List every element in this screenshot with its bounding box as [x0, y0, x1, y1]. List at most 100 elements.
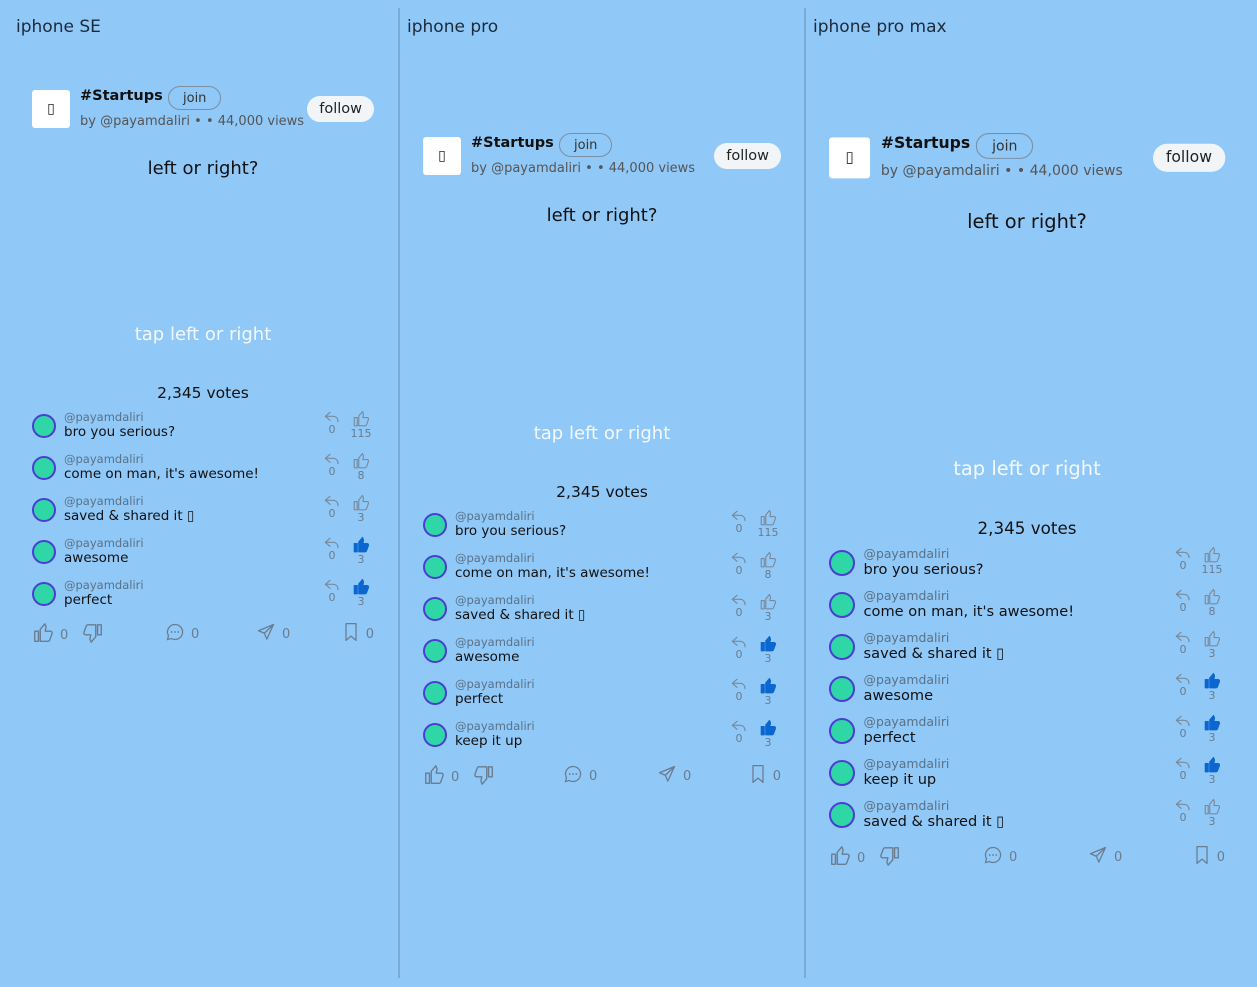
comment-like-button[interactable]: 3 [755, 635, 781, 665]
tap-hint[interactable]: tap left or right [953, 457, 1101, 480]
like-action[interactable]: 0 [423, 764, 459, 790]
save-action[interactable]: 0 [1193, 845, 1225, 869]
comment-like-button[interactable]: 3 [348, 494, 374, 524]
topic-title[interactable]: #Startups [880, 135, 971, 153]
join-button[interactable]: join [559, 133, 613, 157]
comment-reply-button[interactable]: 0 [1173, 672, 1193, 698]
dislike-action[interactable] [82, 622, 104, 648]
commenter-avatar[interactable] [32, 582, 56, 606]
comment-like-button[interactable]: 3 [755, 593, 781, 623]
commenter-avatar[interactable] [423, 597, 447, 621]
commenter-avatar[interactable] [32, 456, 56, 480]
comment-like-button[interactable]: 3 [1199, 672, 1225, 702]
comment-like-button[interactable]: 3 [348, 536, 374, 566]
share-action[interactable]: 0 [657, 764, 691, 788]
comment-action[interactable]: 0 [983, 845, 1017, 869]
commenter-avatar[interactable] [829, 550, 855, 577]
share-action[interactable]: 0 [1088, 845, 1122, 869]
commenter-avatar[interactable] [829, 802, 855, 829]
share-action[interactable]: 0 [256, 622, 290, 646]
comment-reply-button[interactable]: 0 [729, 677, 749, 703]
comment-like-button[interactable]: 115 [348, 410, 374, 440]
comment-username[interactable]: @payamdaliri [863, 672, 950, 687]
comment-like-button[interactable]: 3 [1199, 798, 1225, 828]
comment-username[interactable]: @payamdaliri [455, 551, 535, 565]
comment-username[interactable]: @payamdaliri [863, 588, 950, 603]
comment-username[interactable]: @payamdaliri [64, 452, 144, 466]
comment-reply-button[interactable]: 0 [1173, 630, 1193, 656]
comment-like-button[interactable]: 3 [1199, 756, 1225, 786]
comment-like-button[interactable]: 115 [1199, 546, 1225, 576]
comment-reply-button[interactable]: 0 [322, 536, 342, 562]
comment-reply-button[interactable]: 0 [1173, 798, 1193, 824]
comment-reply-button[interactable]: 0 [729, 551, 749, 577]
follow-button[interactable]: follow [714, 143, 781, 169]
community-avatar[interactable]: ▯ [423, 137, 461, 175]
comment-reply-button[interactable]: 0 [729, 509, 749, 535]
like-action[interactable]: 0 [829, 845, 865, 871]
comment-like-button[interactable]: 115 [755, 509, 781, 539]
comment-username[interactable]: @payamdaliri [64, 410, 144, 424]
comment-username[interactable]: @payamdaliri [455, 593, 535, 607]
comment-like-button[interactable]: 8 [348, 452, 374, 482]
comment-reply-button[interactable]: 0 [1173, 714, 1193, 740]
comment-reply-button[interactable]: 0 [1173, 756, 1193, 782]
comment-username[interactable]: @payamdaliri [863, 546, 950, 561]
topic-title[interactable]: #Startups [471, 135, 554, 151]
commenter-avatar[interactable] [32, 414, 56, 438]
community-avatar[interactable]: ▯ [32, 90, 70, 128]
tap-hint[interactable]: tap left or right [533, 423, 671, 444]
comment-like-button[interactable]: 8 [1199, 588, 1225, 618]
follow-button[interactable]: follow [1152, 143, 1225, 172]
comment-reply-button[interactable]: 0 [729, 719, 749, 745]
comment-reply-button[interactable]: 0 [729, 593, 749, 619]
comment-username[interactable]: @payamdaliri [64, 536, 144, 550]
comment-reply-button[interactable]: 0 [1173, 546, 1193, 572]
tap-hint[interactable]: tap left or right [134, 324, 272, 345]
dislike-action[interactable] [879, 845, 901, 871]
comment-username[interactable]: @payamdaliri [863, 798, 950, 813]
comment-like-button[interactable]: 3 [755, 677, 781, 707]
comment-username[interactable]: @payamdaliri [64, 494, 144, 508]
comment-username[interactable]: @payamdaliri [863, 714, 950, 729]
comment-username[interactable]: @payamdaliri [863, 630, 950, 645]
comment-username[interactable]: @payamdaliri [455, 677, 535, 691]
save-action[interactable]: 0 [749, 764, 781, 788]
commenter-avatar[interactable] [829, 592, 855, 619]
comment-like-button[interactable]: 3 [1199, 630, 1225, 660]
comment-username[interactable]: @payamdaliri [863, 756, 950, 771]
comment-action[interactable]: 0 [165, 622, 199, 646]
comment-reply-button[interactable]: 0 [322, 410, 342, 436]
community-avatar[interactable]: ▯ [829, 137, 871, 179]
like-action[interactable]: 0 [32, 622, 68, 648]
comment-reply-button[interactable]: 0 [322, 452, 342, 478]
comment-reply-button[interactable]: 0 [322, 578, 342, 604]
commenter-avatar[interactable] [829, 676, 855, 703]
comment-action[interactable]: 0 [563, 764, 597, 788]
dislike-action[interactable] [473, 764, 495, 790]
commenter-avatar[interactable] [423, 639, 447, 663]
join-button[interactable]: join [975, 133, 1034, 159]
commenter-avatar[interactable] [829, 760, 855, 787]
follow-button[interactable]: follow [307, 96, 374, 122]
commenter-avatar[interactable] [829, 718, 855, 745]
commenter-avatar[interactable] [32, 498, 56, 522]
comment-username[interactable]: @payamdaliri [64, 578, 144, 592]
join-button[interactable]: join [168, 86, 222, 110]
comment-username[interactable]: @payamdaliri [455, 719, 535, 733]
comment-username[interactable]: @payamdaliri [455, 509, 535, 523]
comment-reply-button[interactable]: 0 [322, 494, 342, 520]
topic-title[interactable]: #Startups [80, 88, 163, 104]
commenter-avatar[interactable] [423, 723, 447, 747]
comment-like-button[interactable]: 3 [348, 578, 374, 608]
commenter-avatar[interactable] [423, 513, 447, 537]
comment-like-button[interactable]: 8 [755, 551, 781, 581]
comment-reply-button[interactable]: 0 [729, 635, 749, 661]
commenter-avatar[interactable] [32, 540, 56, 564]
comment-reply-button[interactable]: 0 [1173, 588, 1193, 614]
commenter-avatar[interactable] [423, 681, 447, 705]
comment-like-button[interactable]: 3 [755, 719, 781, 749]
save-action[interactable]: 0 [342, 622, 374, 646]
commenter-avatar[interactable] [423, 555, 447, 579]
commenter-avatar[interactable] [829, 634, 855, 661]
